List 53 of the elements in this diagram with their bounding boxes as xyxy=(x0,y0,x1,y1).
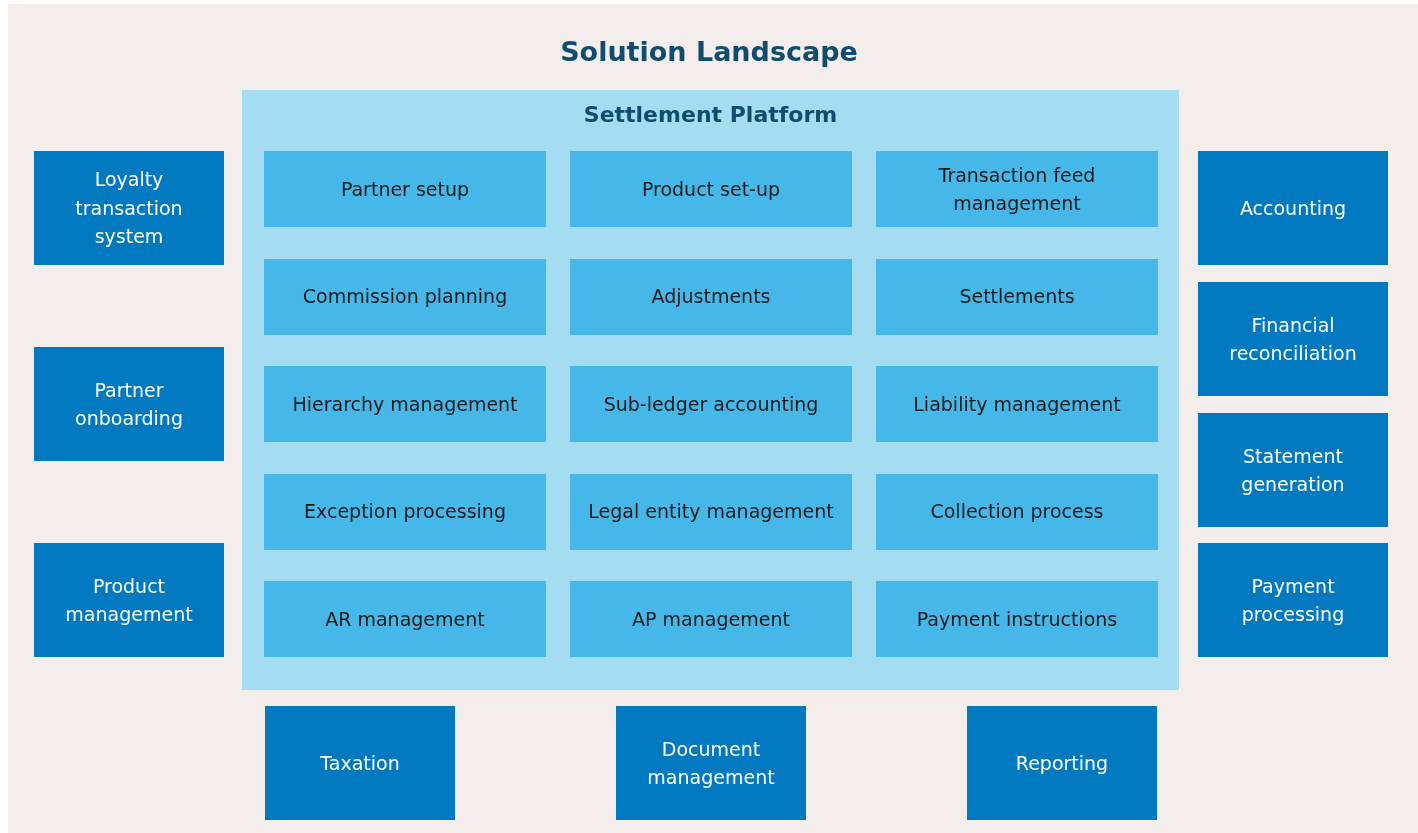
function-box xyxy=(876,366,1158,442)
function-box xyxy=(264,151,546,227)
box-label: Product management xyxy=(64,573,194,627)
box-label: Sub-ledger accounting xyxy=(603,391,819,417)
function-box xyxy=(876,473,1158,550)
box-label: Payment processing xyxy=(1240,573,1346,627)
function-box xyxy=(570,258,852,335)
system-box xyxy=(34,151,224,265)
box-label: Loyalty transaction system xyxy=(74,167,184,250)
box-label: Taxation xyxy=(320,750,400,776)
system-box xyxy=(34,543,224,657)
box-label: Liability management xyxy=(913,391,1121,417)
system-box xyxy=(967,706,1157,820)
box-label: Exception processing xyxy=(304,499,506,525)
box-label: Partner onboarding xyxy=(74,377,184,431)
panel-heading: Settlement Platform xyxy=(583,102,838,127)
system-box xyxy=(1198,282,1388,396)
function-box xyxy=(876,151,1158,227)
function-box xyxy=(570,581,852,657)
box-label: Product set-up xyxy=(641,176,781,202)
box-label: AP management xyxy=(632,606,790,632)
system-box xyxy=(616,706,806,820)
diagram-title: Solution Landscape xyxy=(559,36,859,67)
box-label: Adjustments xyxy=(651,284,771,310)
box-label: Partner setup xyxy=(340,176,470,202)
function-box xyxy=(876,258,1158,335)
box-label: Accounting xyxy=(1239,195,1347,221)
function-box xyxy=(264,258,546,335)
system-box xyxy=(1198,413,1388,527)
function-box xyxy=(570,366,852,442)
box-label: Payment instructions xyxy=(916,606,1118,632)
box-label: Statement generation xyxy=(1240,443,1346,497)
function-box xyxy=(570,473,852,550)
function-box xyxy=(264,581,546,657)
box-label: Settlements xyxy=(959,284,1075,310)
box-label: Collection process xyxy=(930,499,1104,525)
box-label: AR management xyxy=(325,606,485,632)
system-box xyxy=(34,347,224,461)
function-box xyxy=(264,366,546,442)
system-box xyxy=(265,706,455,820)
box-label: Document management xyxy=(646,736,776,790)
system-box xyxy=(1198,151,1388,265)
box-label: Legal entity management xyxy=(588,499,834,525)
box-label: Financial reconciliation xyxy=(1228,312,1358,366)
system-box xyxy=(1198,543,1388,657)
function-box xyxy=(264,473,546,550)
platform-panel xyxy=(242,90,1179,690)
box-label: Commission planning xyxy=(302,284,508,310)
function-box xyxy=(876,581,1158,657)
box-label: Hierarchy management xyxy=(292,391,518,417)
box-label: Transaction feed management xyxy=(937,162,1097,216)
function-box xyxy=(570,151,852,227)
box-label: Reporting xyxy=(1015,750,1109,776)
